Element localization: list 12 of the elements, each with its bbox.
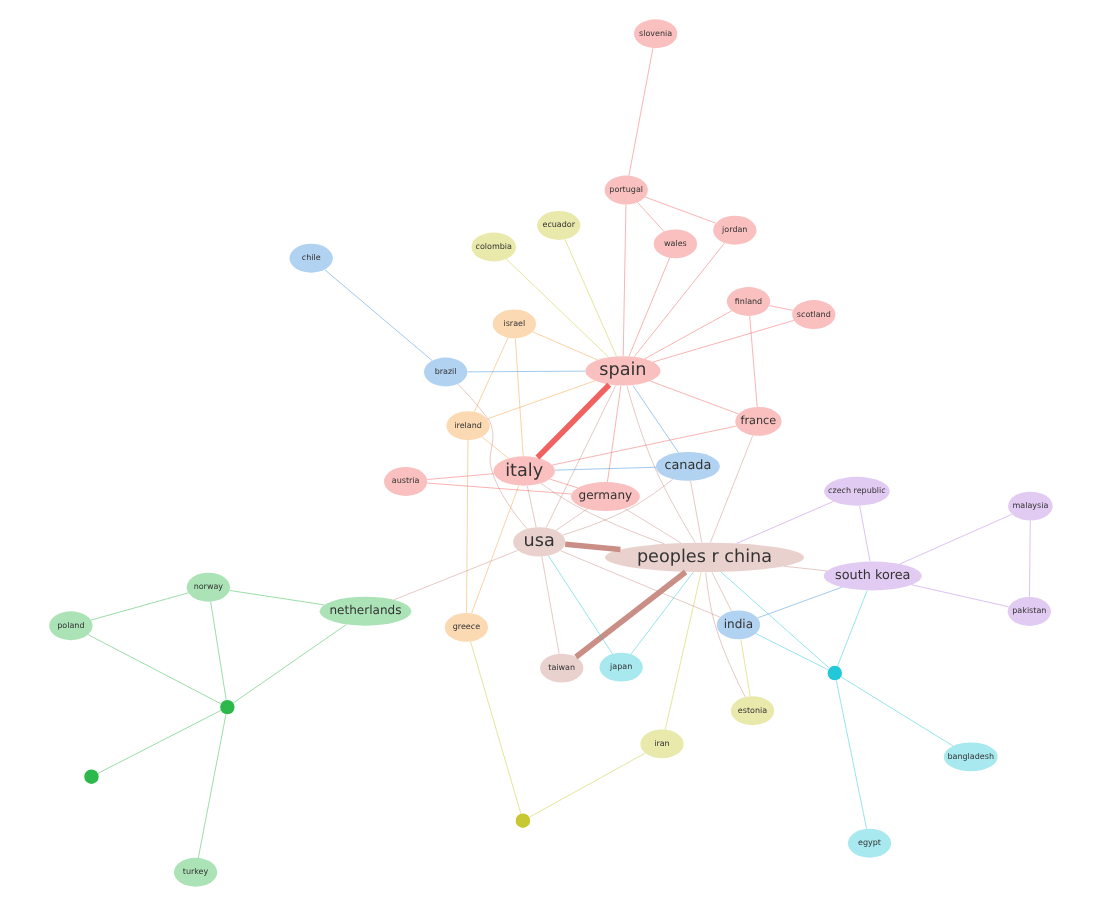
node-circle — [83, 769, 98, 784]
node-circle — [826, 665, 841, 681]
connector — [534, 382, 611, 460]
node-circle — [514, 813, 530, 828]
node-circle — [219, 699, 234, 715]
connector — [573, 569, 687, 660]
node-ellipse: peoples r china — [604, 542, 804, 573]
node-ellipse: italy — [492, 456, 554, 486]
node-ellipse: usa — [512, 527, 565, 557]
node-ellipse: spain — [584, 356, 660, 386]
connector — [456, 383, 527, 530]
connector — [563, 541, 620, 553]
